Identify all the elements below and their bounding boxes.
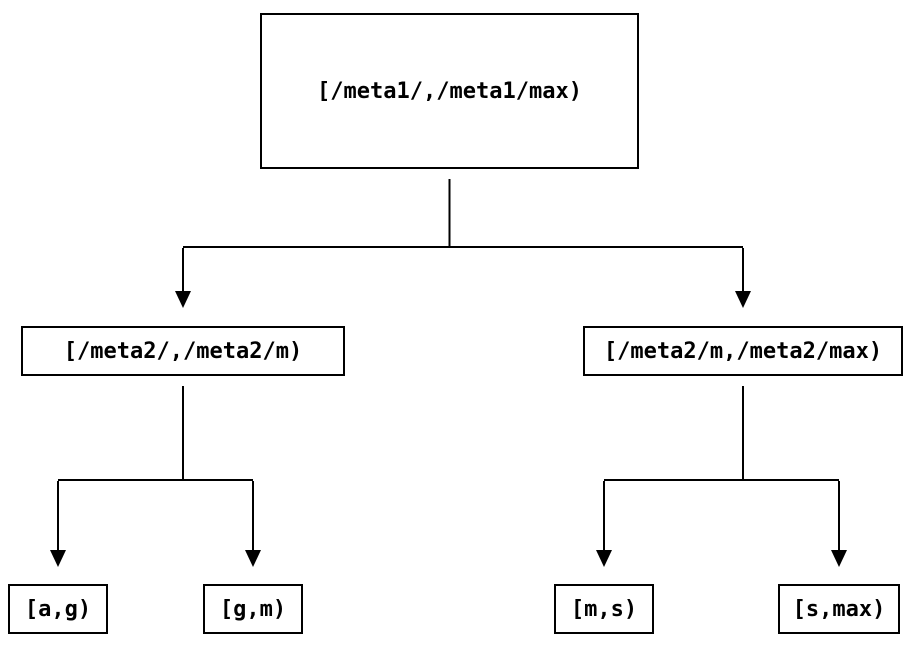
node-root: [/meta1/,/meta1/max) xyxy=(260,13,639,169)
arrowhead-leaf-ms-icon xyxy=(596,550,612,567)
node-leaf-ag-label: [a,g) xyxy=(24,596,92,622)
arrowhead-leaf-gm-icon xyxy=(245,550,261,567)
arrowhead-leaf-ag-icon xyxy=(50,550,66,567)
node-leaf-smax: [s,max) xyxy=(778,584,900,634)
node-leaf-ms: [m,s) xyxy=(554,584,654,634)
arrowhead-meta2-low-icon xyxy=(175,291,191,308)
edge-lines xyxy=(57,179,840,551)
node-meta2-low: [/meta2/,/meta2/m) xyxy=(21,326,345,376)
node-leaf-gm: [g,m) xyxy=(203,584,303,634)
node-leaf-gm-label: [g,m) xyxy=(219,596,287,622)
arrowhead-leaf-smax-icon xyxy=(831,550,847,567)
node-leaf-ag: [a,g) xyxy=(8,584,108,634)
edge-arrowheads xyxy=(50,291,847,567)
node-leaf-smax-label: [s,max) xyxy=(792,596,886,622)
node-leaf-ms-label: [m,s) xyxy=(570,596,638,622)
node-meta2-high: [/meta2/m,/meta2/max) xyxy=(583,326,903,376)
arrowhead-meta2-high-icon xyxy=(735,291,751,308)
node-meta2-high-label: [/meta2/m,/meta2/max) xyxy=(603,338,883,364)
node-meta2-low-label: [/meta2/,/meta2/m) xyxy=(63,338,303,364)
node-root-label: [/meta1/,/meta1/max) xyxy=(317,78,582,104)
